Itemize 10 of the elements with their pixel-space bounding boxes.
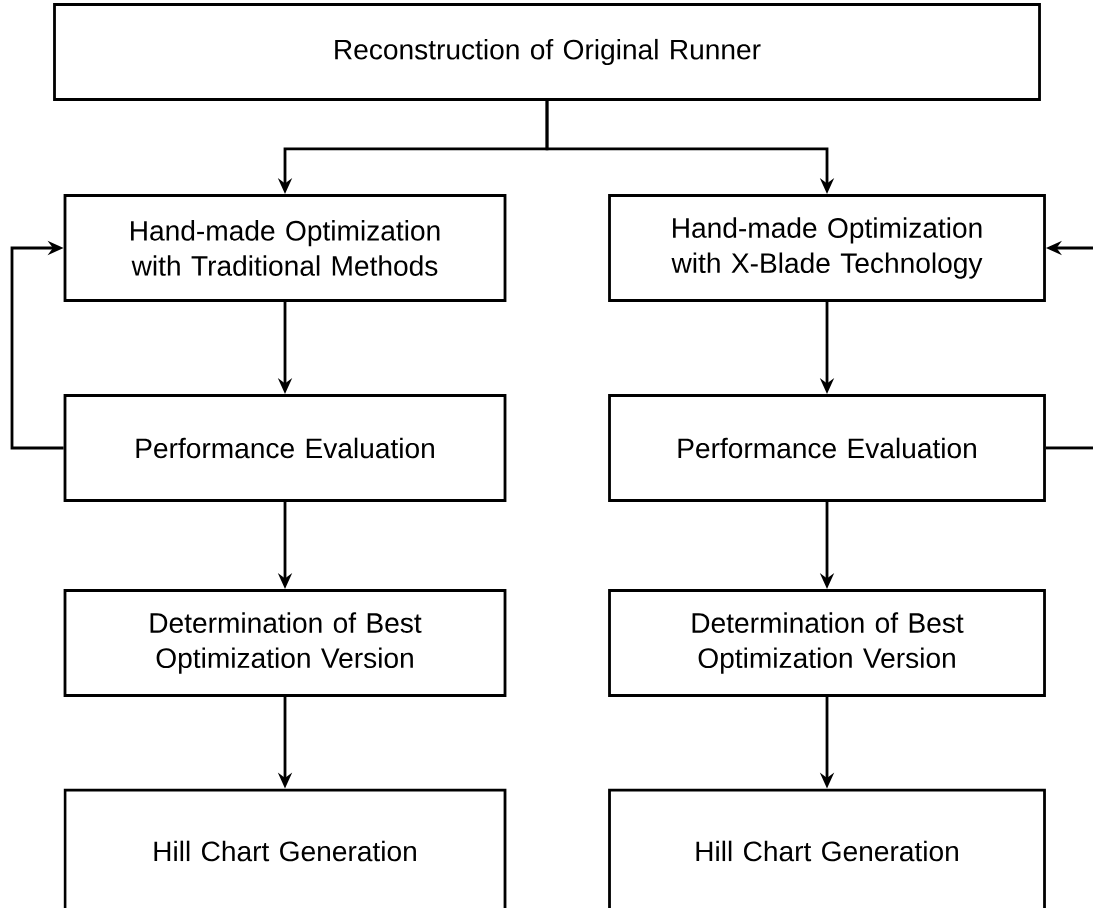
process-box: Hill Chart Generation [608,788,1046,908]
process-box: Performance Evaluation [63,394,507,502]
process-box: Determination of Best Optimization Version [63,589,507,697]
process-box: Hand-made Optimization with Traditional Methods [63,194,507,302]
process-box: Reconstruction of Original Runner [53,3,1041,101]
process-box: Performance Evaluation [608,394,1046,502]
process-box: Hand-made Optimization with X-Blade Technology [608,194,1046,302]
process-box: Determination of Best Optimization Version [608,589,1046,697]
arrow [10,240,64,450]
process-box: Hill Chart Generation [63,788,507,908]
